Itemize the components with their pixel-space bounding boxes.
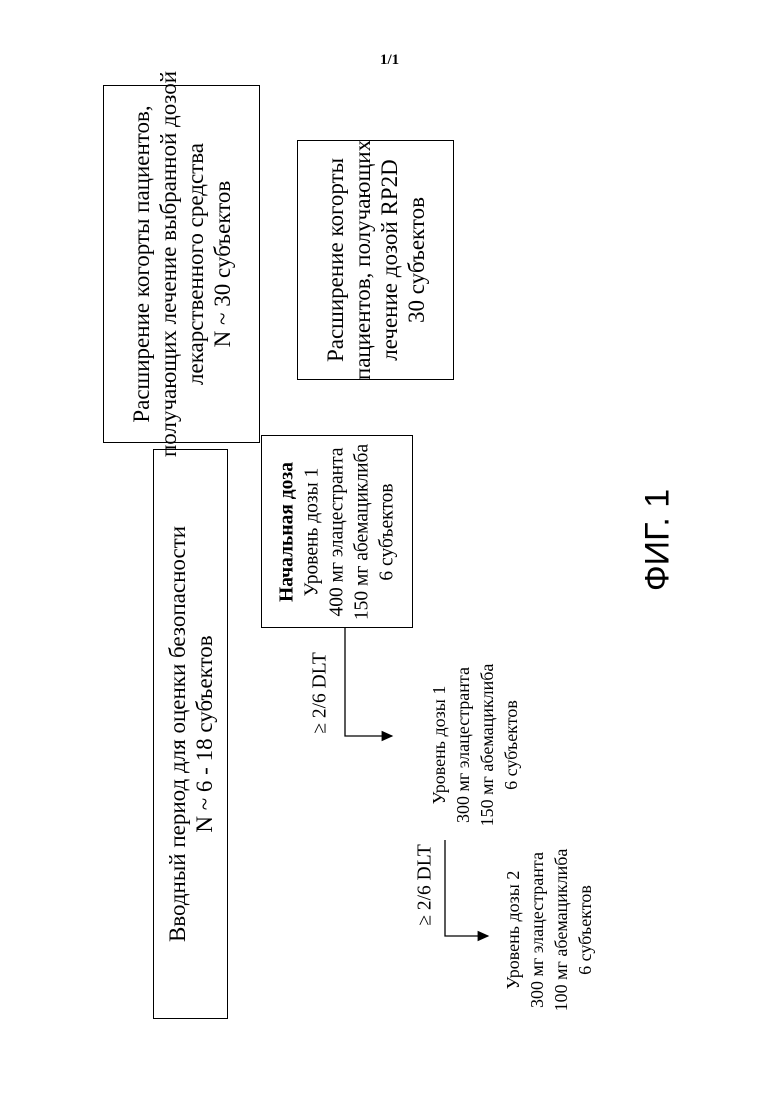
expansion-selected-box: Расширение когорты пациентов, получающих… — [103, 85, 260, 443]
arrow-to-dose-level-minus2 — [445, 840, 488, 936]
expansion-selected-line1: Расширение когорты пациентов, — [128, 71, 155, 457]
dlt-label-1: ≥ 2/6 DLT — [308, 652, 333, 734]
expansion-rp2d-line1: Расширение когорты — [322, 140, 349, 380]
start-dose-subjects: 6 субъектов — [375, 443, 400, 619]
expansion-rp2d-box: Расширение когорты пациентов, получающих… — [297, 140, 454, 380]
dose-minus2-drug2: 100 мг абемациклиба — [549, 849, 573, 1012]
expansion-selected-line3: лекарственного средства — [182, 71, 209, 457]
start-dose-text: Начальная доза Уровень дозы 1 400 мг эла… — [275, 443, 400, 619]
dose-level-minus2-text: Уровень дозы 2 300 мг элацестранта 100 м… — [501, 849, 597, 1012]
start-dose-drug2: 150 мг абемациклиба — [350, 443, 375, 619]
dose-level-minus1-text: Уровень дозы 1 300 мг элацестранта 150 м… — [427, 664, 523, 827]
dlt-label-2: ≥ 2/6 DLT — [413, 844, 438, 926]
start-dose-drug1: 400 мг элацестранта — [325, 443, 350, 619]
run-in-box: Вводный период для оценки безопасности N… — [153, 449, 228, 1019]
run-in-text: Вводный период для оценки безопасности N… — [164, 526, 218, 942]
expansion-rp2d-line3: лечение дозой RP2D — [376, 140, 403, 380]
start-dose-title: Начальная доза — [275, 443, 300, 619]
expansion-rp2d-line2: пациентов, получающих — [349, 140, 376, 380]
dlt-label-2-wrap: ≥ 2/6 DLT — [405, 840, 445, 930]
dose-minus1-level: Уровень дозы 1 — [427, 664, 451, 827]
start-dose-level: Уровень дозы 1 — [300, 443, 325, 619]
dose-minus2-drug1: 300 мг элацестранта — [525, 849, 549, 1012]
arrow-to-dose-level-minus1 — [345, 628, 392, 736]
run-in-line2: N ~ 6 - 18 субъектов — [191, 526, 218, 942]
dose-level-minus1: Уровень дозы 1 300 мг элацестранта 150 м… — [420, 655, 530, 835]
expansion-selected-text: Расширение когорты пациентов, получающих… — [128, 71, 236, 457]
expansion-rp2d-line4: 30 субъектов — [403, 140, 430, 380]
run-in-line1: Вводный период для оценки безопасности — [164, 526, 191, 942]
start-dose-box: Начальная доза Уровень дозы 1 400 мг эла… — [261, 435, 413, 628]
dose-minus2-level: Уровень дозы 2 — [501, 849, 525, 1012]
dose-level-minus2: Уровень дозы 2 300 мг элацестранта 100 м… — [494, 835, 604, 1025]
dose-minus1-subjects: 6 субъектов — [499, 664, 523, 827]
figure-label: ФИГ. 1 — [639, 489, 678, 591]
dose-minus1-drug1: 300 мг элацестранта — [451, 664, 475, 827]
dose-minus1-drug2: 150 мг абемациклиба — [475, 664, 499, 827]
dlt-label-1-wrap: ≥ 2/6 DLT — [300, 648, 340, 738]
expansion-selected-line4: N ~ 30 субъектов — [209, 71, 236, 457]
expansion-rp2d-text: Расширение когорты пациентов, получающих… — [322, 140, 430, 380]
dose-minus2-subjects: 6 субъектов — [573, 849, 597, 1012]
figure-label-wrap: ФИГ. 1 — [628, 490, 688, 590]
expansion-selected-line2: получающих лечение выбранной дозой — [155, 71, 182, 457]
